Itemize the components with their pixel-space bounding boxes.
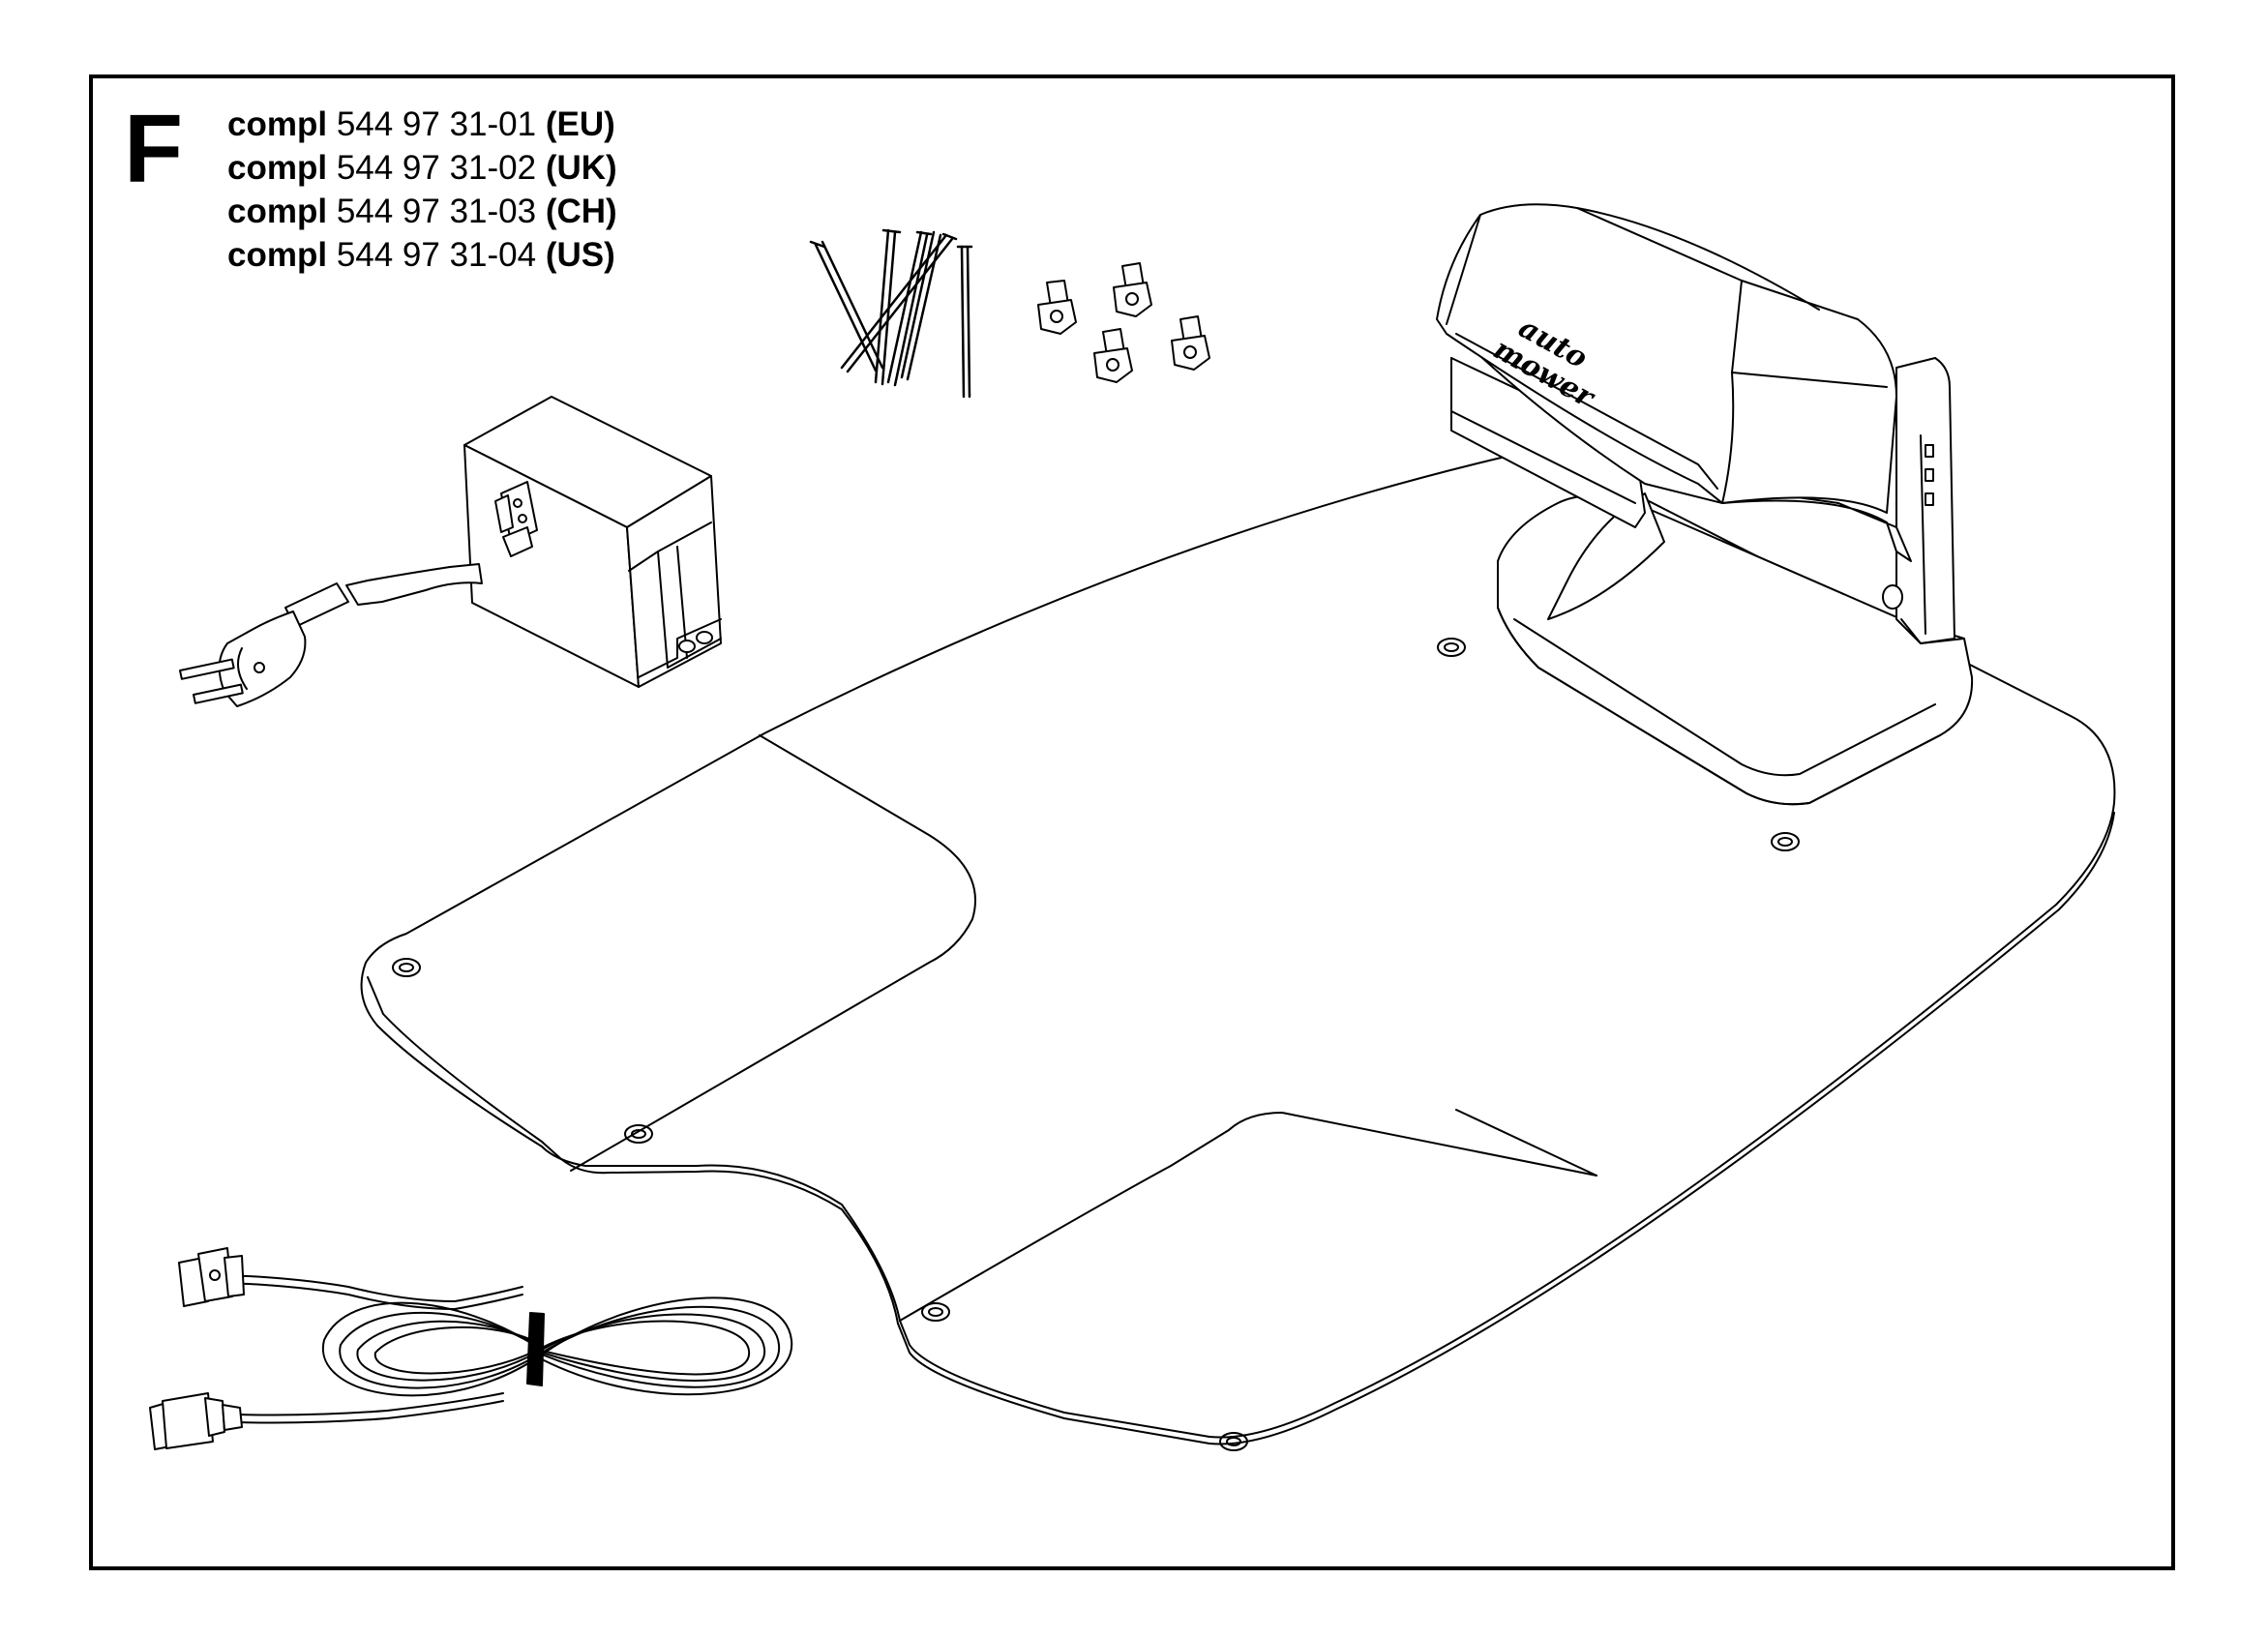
kit-word: compl: [227, 193, 328, 230]
charging-plate-drawing: [362, 455, 2115, 1450]
kit-region: (UK): [545, 149, 617, 187]
kit-word: compl: [227, 149, 328, 187]
section-letter: F: [124, 95, 184, 203]
kit-region: (EU): [545, 105, 615, 143]
kit-region: (US): [545, 236, 615, 274]
kit-line: compl 544 97 31-01 (EU): [227, 103, 617, 146]
kit-line: compl 544 97 31-04 (US): [227, 233, 617, 277]
drawing-frame: [89, 74, 2175, 1570]
kit-word: compl: [227, 105, 328, 143]
kit-number: 544 97 31-02: [336, 149, 537, 187]
cable-connector-top: [179, 1248, 244, 1306]
kit-list: compl 544 97 31-01 (EU) compl 544 97 31-…: [227, 103, 617, 277]
pegs-drawing: [811, 230, 971, 397]
plate-mounting-hole: [393, 639, 1799, 1450]
kit-region: (CH): [545, 193, 617, 230]
kit-line: compl 544 97 31-03 (CH): [227, 190, 617, 233]
connectors-drawing: [1038, 263, 1209, 382]
power-supply-drawing: [464, 397, 721, 687]
connector-icon: [1172, 316, 1209, 370]
kit-number: 544 97 31-03: [336, 193, 537, 230]
connector-icon: [1038, 281, 1076, 334]
cable-connector-bottom: [150, 1393, 242, 1449]
low-voltage-cable-drawing: [150, 1248, 791, 1449]
kit-word: compl: [227, 236, 328, 274]
kit-line: compl 544 97 31-02 (UK): [227, 146, 617, 190]
kit-number: 544 97 31-04: [336, 236, 537, 274]
connector-icon: [1094, 329, 1132, 382]
charging-station-drawing: auto mower: [1437, 204, 1972, 804]
socket-icon: [495, 482, 537, 556]
connector-icon: [1114, 263, 1151, 316]
kit-number: 544 97 31-01: [336, 105, 537, 143]
mains-plug-drawing: [180, 564, 482, 706]
